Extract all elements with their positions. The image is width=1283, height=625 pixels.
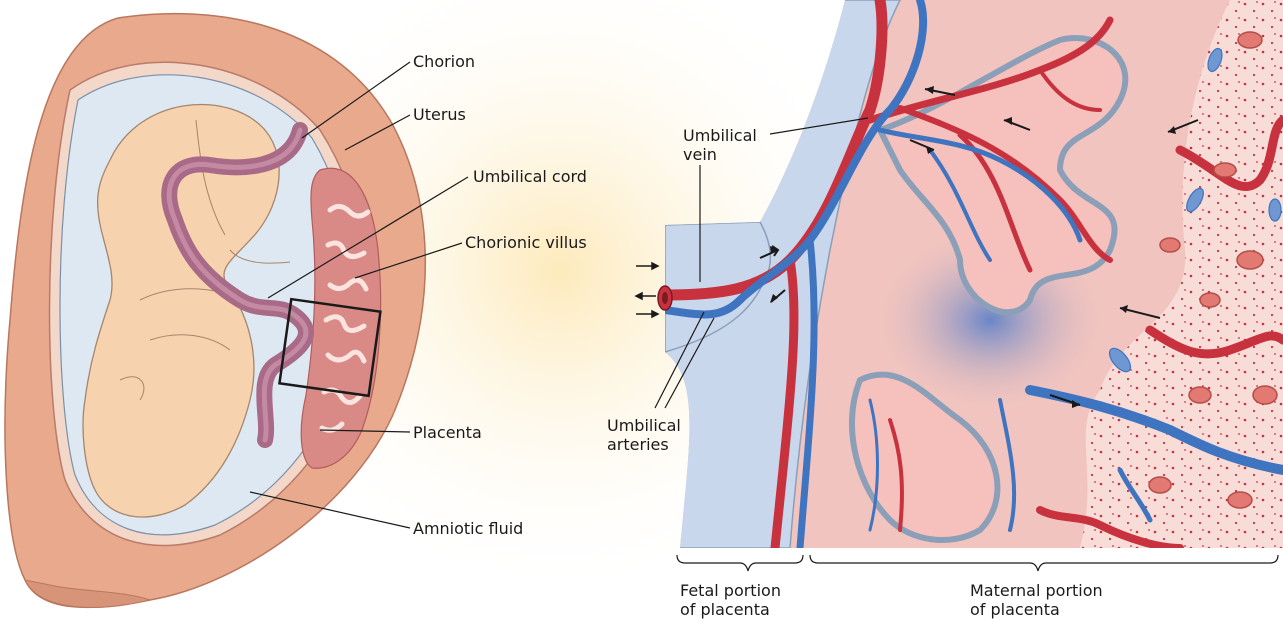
label-maternal-portion-line2: of placenta xyxy=(970,600,1103,619)
label-amniotic-fluid: Amniotic fluid xyxy=(413,519,523,538)
label-maternal-portion: Maternal portion of placenta xyxy=(970,581,1103,619)
label-chorion: Chorion xyxy=(413,52,475,71)
label-umbilical-vein: Umbilical vein xyxy=(683,126,757,164)
portion-braces xyxy=(677,555,1278,571)
label-umbilical-vein-line1: Umbilical xyxy=(683,126,757,145)
label-umbilical-arteries-line1: Umbilical xyxy=(607,416,681,435)
label-umbilical-arteries: Umbilical arteries xyxy=(607,416,681,454)
label-fetal-portion-line1: Fetal portion xyxy=(680,581,781,600)
maternal-portion-brace xyxy=(810,555,1278,571)
label-fetal-portion: Fetal portion of placenta xyxy=(680,581,781,619)
label-chorionic-villus: Chorionic villus xyxy=(465,233,587,252)
label-umbilical-vein-line2: vein xyxy=(683,145,757,164)
label-uterus: Uterus xyxy=(413,105,466,124)
label-umbilical-arteries-line2: arteries xyxy=(607,435,681,454)
label-maternal-portion-line1: Maternal portion xyxy=(970,581,1103,600)
label-umbilical-cord: Umbilical cord xyxy=(473,167,587,186)
cord-lumen xyxy=(662,292,668,304)
label-fetal-portion-line2: of placenta xyxy=(680,600,781,619)
label-placenta: Placenta xyxy=(413,423,482,442)
